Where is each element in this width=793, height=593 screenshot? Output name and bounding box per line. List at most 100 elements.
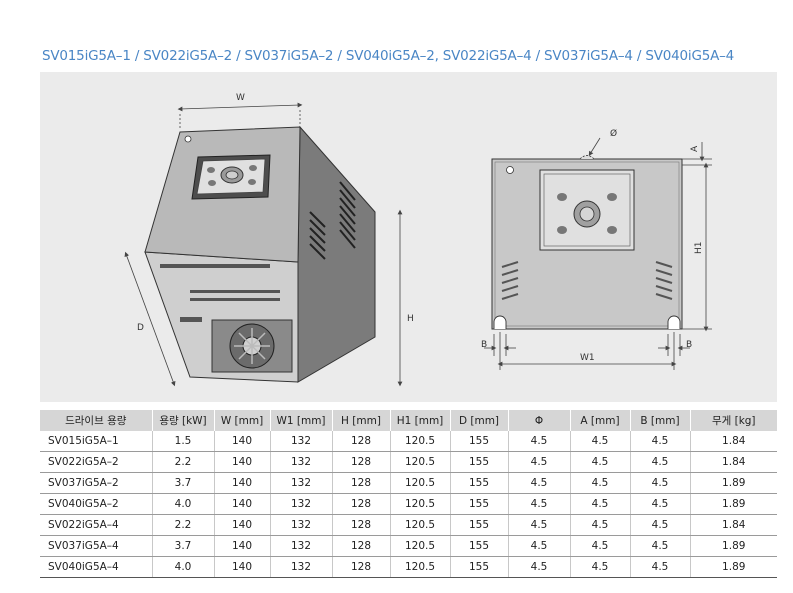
model-cell: SV022iG5A–4 xyxy=(40,514,152,536)
value-cell: 140 xyxy=(213,472,270,494)
value-cell: 120.5 xyxy=(389,472,450,494)
model-cell: SV040iG5A–2 xyxy=(40,493,152,515)
value-cell: 3.7 xyxy=(151,535,214,557)
dim-label-d: D xyxy=(137,323,144,333)
value-cell: 4.0 xyxy=(151,556,214,578)
dim-label-b-right: B xyxy=(686,340,692,350)
value-cell: 4.5 xyxy=(507,556,570,578)
value-cell: 4.5 xyxy=(507,431,570,452)
value-cell: 4.5 xyxy=(569,535,630,557)
value-cell: 4.5 xyxy=(507,535,570,557)
value-cell: 120.5 xyxy=(389,431,450,452)
value-cell: 128 xyxy=(331,431,390,452)
col-header: H1 [mm] xyxy=(389,410,450,431)
specification-table: 드라이브 용량 용량 [kW] W [mm] W1 [mm] H [mm] H1… xyxy=(40,410,777,578)
value-cell: 2.2 xyxy=(151,514,214,536)
front-view-dimension-lines xyxy=(484,137,712,370)
model-cell: SV037iG5A–2 xyxy=(40,472,152,494)
value-cell: 140 xyxy=(213,535,270,557)
value-cell: 128 xyxy=(331,451,390,473)
value-cell: 120.5 xyxy=(389,451,450,473)
value-cell: 4.5 xyxy=(507,493,570,515)
value-cell: 1.84 xyxy=(689,431,777,452)
page-title: SV015iG5A–1 / SV022iG5A–2 / SV037iG5A–2 … xyxy=(42,48,735,64)
value-cell: 4.5 xyxy=(629,493,690,515)
value-cell: 1.5 xyxy=(151,431,214,452)
value-cell: 4.5 xyxy=(629,472,690,494)
dim-label-h1: H1 xyxy=(694,242,704,255)
front-view-inverter xyxy=(491,155,683,330)
value-cell: 2.2 xyxy=(151,451,214,473)
value-cell: 128 xyxy=(331,472,390,494)
col-header: D [mm] xyxy=(449,410,508,431)
value-cell: 128 xyxy=(331,514,390,536)
value-cell: 120.5 xyxy=(389,556,450,578)
value-cell: 4.5 xyxy=(507,514,570,536)
isometric-inverter-view xyxy=(144,125,376,383)
value-cell: 120.5 xyxy=(389,535,450,557)
value-cell: 120.5 xyxy=(389,493,450,515)
value-cell: 155 xyxy=(449,556,508,578)
value-cell: 155 xyxy=(449,493,508,515)
col-header: 무게 [kg] xyxy=(689,410,777,431)
value-cell: 140 xyxy=(213,451,270,473)
value-cell: 4.5 xyxy=(629,514,690,536)
value-cell: 4.5 xyxy=(569,431,630,452)
value-cell: 1.89 xyxy=(689,472,777,494)
col-header: B [mm] xyxy=(629,410,690,431)
value-cell: 1.89 xyxy=(689,556,777,578)
dim-label-b-left: B xyxy=(481,340,487,350)
value-cell: 155 xyxy=(449,431,508,452)
value-cell: 155 xyxy=(449,472,508,494)
value-cell: 140 xyxy=(213,514,270,536)
value-cell: 128 xyxy=(331,556,390,578)
col-header: A [mm] xyxy=(569,410,630,431)
value-cell: 140 xyxy=(213,556,270,578)
value-cell: 132 xyxy=(269,451,332,473)
model-cell: SV037iG5A–4 xyxy=(40,535,152,557)
value-cell: 132 xyxy=(269,535,332,557)
value-cell: 4.5 xyxy=(569,493,630,515)
value-cell: 4.5 xyxy=(569,472,630,494)
value-cell: 3.7 xyxy=(151,472,214,494)
dimension-drawing-panel: W D H xyxy=(40,72,777,402)
col-header: 드라이브 용량 xyxy=(40,410,152,431)
model-cell: SV022iG5A–2 xyxy=(40,451,152,473)
model-cell: SV040iG5A–4 xyxy=(40,556,152,578)
value-cell: 132 xyxy=(269,556,332,578)
value-cell: 1.84 xyxy=(689,514,777,536)
value-cell: 4.5 xyxy=(629,451,690,473)
value-cell: 4.5 xyxy=(569,514,630,536)
table-header-row: 드라이브 용량 용량 [kW] W [mm] W1 [mm] H [mm] H1… xyxy=(40,410,777,431)
dim-label-h: H xyxy=(407,314,414,324)
value-cell: 1.84 xyxy=(689,451,777,473)
value-cell: 4.5 xyxy=(569,556,630,578)
col-header: W1 [mm] xyxy=(269,410,332,431)
value-cell: 132 xyxy=(269,431,332,452)
dim-label-w: W xyxy=(236,93,245,103)
col-header: Φ xyxy=(507,410,570,431)
value-cell: 155 xyxy=(449,451,508,473)
model-cell: SV015iG5A–1 xyxy=(40,431,152,452)
value-cell: 1.89 xyxy=(689,535,777,557)
value-cell: 4.5 xyxy=(507,472,570,494)
value-cell: 4.5 xyxy=(629,556,690,578)
dim-label-a: A xyxy=(690,145,700,152)
value-cell: 155 xyxy=(449,535,508,557)
value-cell: 128 xyxy=(331,535,390,557)
value-cell: 132 xyxy=(269,493,332,515)
value-cell: 128 xyxy=(331,493,390,515)
value-cell: 1.89 xyxy=(689,493,777,515)
value-cell: 120.5 xyxy=(389,514,450,536)
value-cell: 132 xyxy=(269,514,332,536)
isometric-dimension-lines xyxy=(124,102,403,387)
value-cell: 140 xyxy=(213,431,270,452)
dimension-drawings: W D H xyxy=(124,93,712,387)
